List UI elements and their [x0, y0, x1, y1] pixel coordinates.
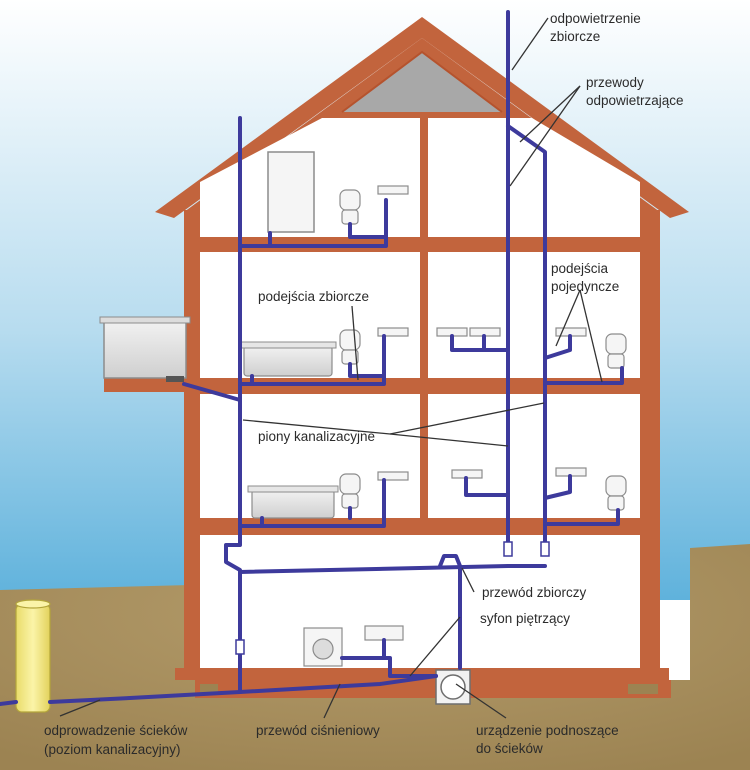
bathtub-1f — [247, 485, 339, 519]
balcony-planter — [103, 319, 187, 379]
label-collector-pipe: przewód zbiorczy — [482, 585, 587, 600]
room-attic-right — [428, 118, 640, 237]
room-2f-right — [428, 252, 640, 378]
label-single-branches-1: podejścia — [551, 261, 609, 276]
toilet-2f-right — [605, 333, 627, 369]
attic — [342, 52, 502, 112]
label-drain-2: (poziom kanalizacyjny) — [44, 742, 181, 757]
sink-2f-left — [377, 327, 409, 337]
fixtures — [15, 151, 627, 713]
septic-tank — [15, 599, 51, 713]
pressure-pipe — [238, 674, 438, 694]
label-collective-vent-1: odpowietrzenie — [550, 11, 641, 26]
label-vent-pipes-1: przewody — [586, 75, 644, 90]
label-lifting-device-1: urządzenie podnoszące — [476, 723, 619, 738]
collector-pipe — [238, 564, 510, 574]
sink-attic — [377, 185, 409, 195]
label-single-branches-2: pojedyncze — [551, 279, 620, 294]
toilet-2f-left — [339, 329, 361, 365]
label-collective-vent-2: zbiorcze — [550, 29, 601, 44]
stack-right — [506, 124, 547, 552]
bathtub-2f — [239, 341, 337, 377]
water-heater — [267, 151, 315, 233]
room-1f-right — [428, 394, 640, 518]
toilet-1f-left — [339, 473, 361, 509]
toilet-attic — [339, 189, 361, 225]
label-pressure-pipe: przewód ciśnieniowy — [256, 723, 380, 738]
label-backwater-trap: syfon piętrzący — [480, 611, 571, 626]
drain-pipe — [48, 690, 242, 704]
basement-sink — [364, 625, 404, 641]
pipes — [0, 10, 624, 706]
washing-machine — [303, 627, 343, 667]
label-vent-pipes-2: odpowietrzające — [586, 93, 684, 108]
room-basement — [200, 535, 640, 668]
label-lifting-device-2: do ścieków — [476, 741, 543, 756]
stack-left — [224, 116, 242, 692]
label-sewer-stacks: piony kanalizacyjne — [258, 429, 376, 444]
label-collective-branches: podejścia zbiorcze — [258, 289, 370, 304]
backwater-loop — [438, 554, 462, 670]
sink-1f-left — [377, 471, 409, 481]
toilet-1f-right — [605, 475, 627, 511]
cleanouts — [235, 541, 550, 655]
label-drain-1: odprowadzenie ścieków — [44, 723, 188, 738]
lifting-device — [435, 669, 471, 705]
leader-lines — [59, 17, 603, 719]
